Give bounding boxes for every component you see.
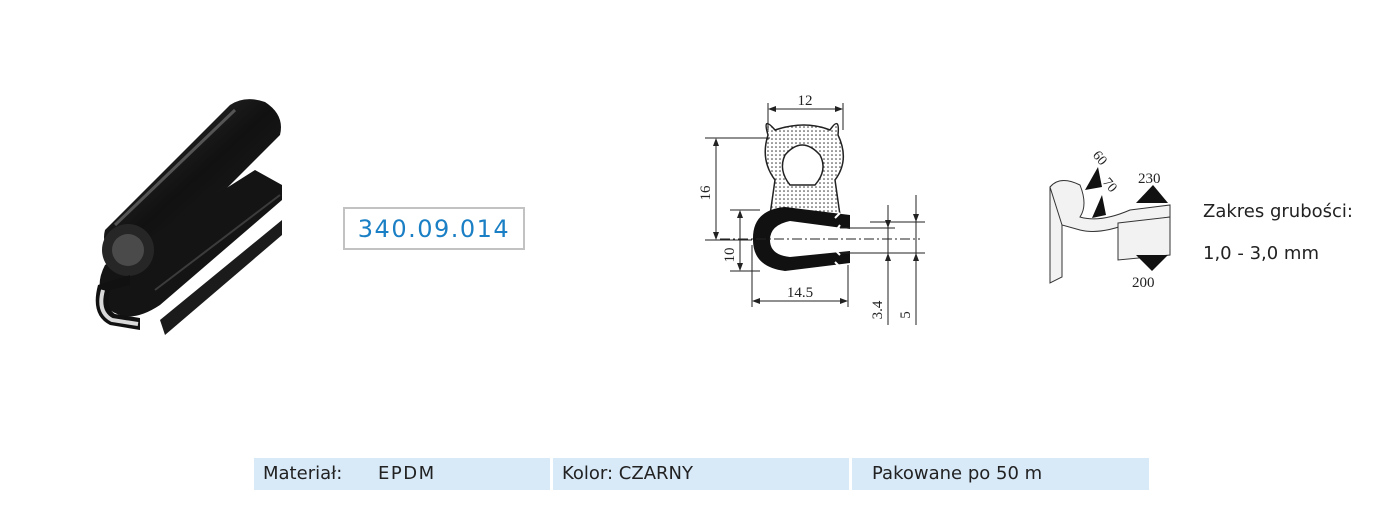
material-label: Materiał:	[263, 463, 343, 484]
dim-5: 5	[898, 311, 914, 319]
material-value: EPDM	[378, 463, 436, 484]
angle-60: 60	[1089, 148, 1109, 168]
dim-3-4: 3.4	[870, 300, 886, 319]
thickness-label: Zakres grubości:	[1203, 201, 1353, 222]
spec-cell-color: Kolor: CZARNY	[553, 458, 849, 490]
thickness-value: 1,0 - 3,0 mm	[1203, 243, 1319, 264]
color-value: Kolor: CZARNY	[562, 463, 693, 484]
seal-profile-image	[95, 99, 282, 335]
spec-cell-packaging: Pakowane po 50 m	[852, 458, 1149, 490]
product-code: 340.09.014	[357, 214, 511, 243]
spec-cell-material: Materiał: EPDM	[254, 458, 550, 490]
product-code-box: 340.09.014	[343, 207, 525, 250]
force-diagram: 60 70 230 200	[1049, 148, 1171, 291]
dim-14-5: 14.5	[787, 285, 813, 301]
dim-16: 16	[698, 185, 714, 201]
dim-10: 10	[722, 248, 738, 263]
cross-section-drawing: 12 16 10 14.5 3.4 5	[698, 93, 925, 325]
dim-12: 12	[798, 93, 813, 109]
packaging-value: Pakowane po 50 m	[872, 463, 1043, 484]
force-200: 200	[1132, 275, 1155, 291]
angle-70: 70	[1099, 175, 1119, 195]
force-230: 230	[1138, 171, 1161, 187]
